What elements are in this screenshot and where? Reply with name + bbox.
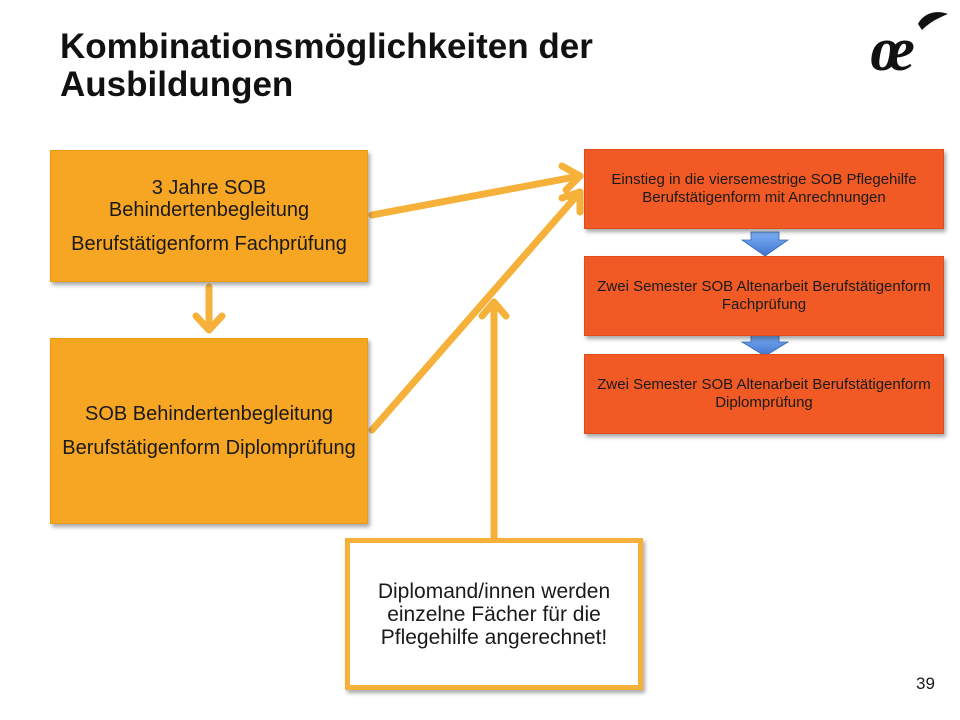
page-number: 39: [916, 674, 935, 693]
down-arrow-icon: [740, 333, 790, 357]
note-anrechnung: Diplomand/innen werden einzelne Fächer f…: [345, 538, 643, 690]
box-sob-diplom: SOB Behindertenbegleitung Berufstätigenf…: [50, 338, 368, 524]
down-arrow-icon: [740, 231, 790, 257]
logo-glyph: œ: [870, 16, 915, 78]
arrow-box1-to-step1: [368, 172, 584, 219]
step-einstieg: Einstieg in die viersemestrige SOB Pfleg…: [584, 149, 944, 229]
title-line-1: Kombinationsmöglichkeiten der: [60, 27, 593, 66]
arrowhead-box1-to-box2: [192, 312, 226, 334]
arrowhead-note-up: [478, 298, 510, 320]
box1-line2: Berufstätigenform Fachprüfung: [71, 233, 347, 255]
title-line-2: Ausbildungen: [60, 65, 294, 104]
page-title: Kombinationsmöglichkeiten der Ausbildung…: [60, 28, 840, 104]
box2-line1: SOB Behindertenbegleitung: [85, 403, 333, 425]
logo-icon: œ: [870, 12, 948, 78]
arrowhead-box1-to-step1: [558, 162, 584, 194]
step-diplompruefung: Zwei Semester SOB Altenarbeit Berufstäti…: [584, 354, 944, 434]
step-fachpruefung: Zwei Semester SOB Altenarbeit Berufstäti…: [584, 256, 944, 336]
arrowhead-box2-to-step1: [558, 188, 584, 216]
box2-line2: Berufstätigenform Diplomprüfung: [62, 437, 356, 459]
box1-line1: 3 Jahre SOB Behindertenbegleitung: [108, 177, 310, 221]
arrow-box2-to-step1: [368, 188, 584, 434]
box-sob-3-jahre: 3 Jahre SOB Behindertenbegleitung Berufs…: [50, 150, 368, 282]
